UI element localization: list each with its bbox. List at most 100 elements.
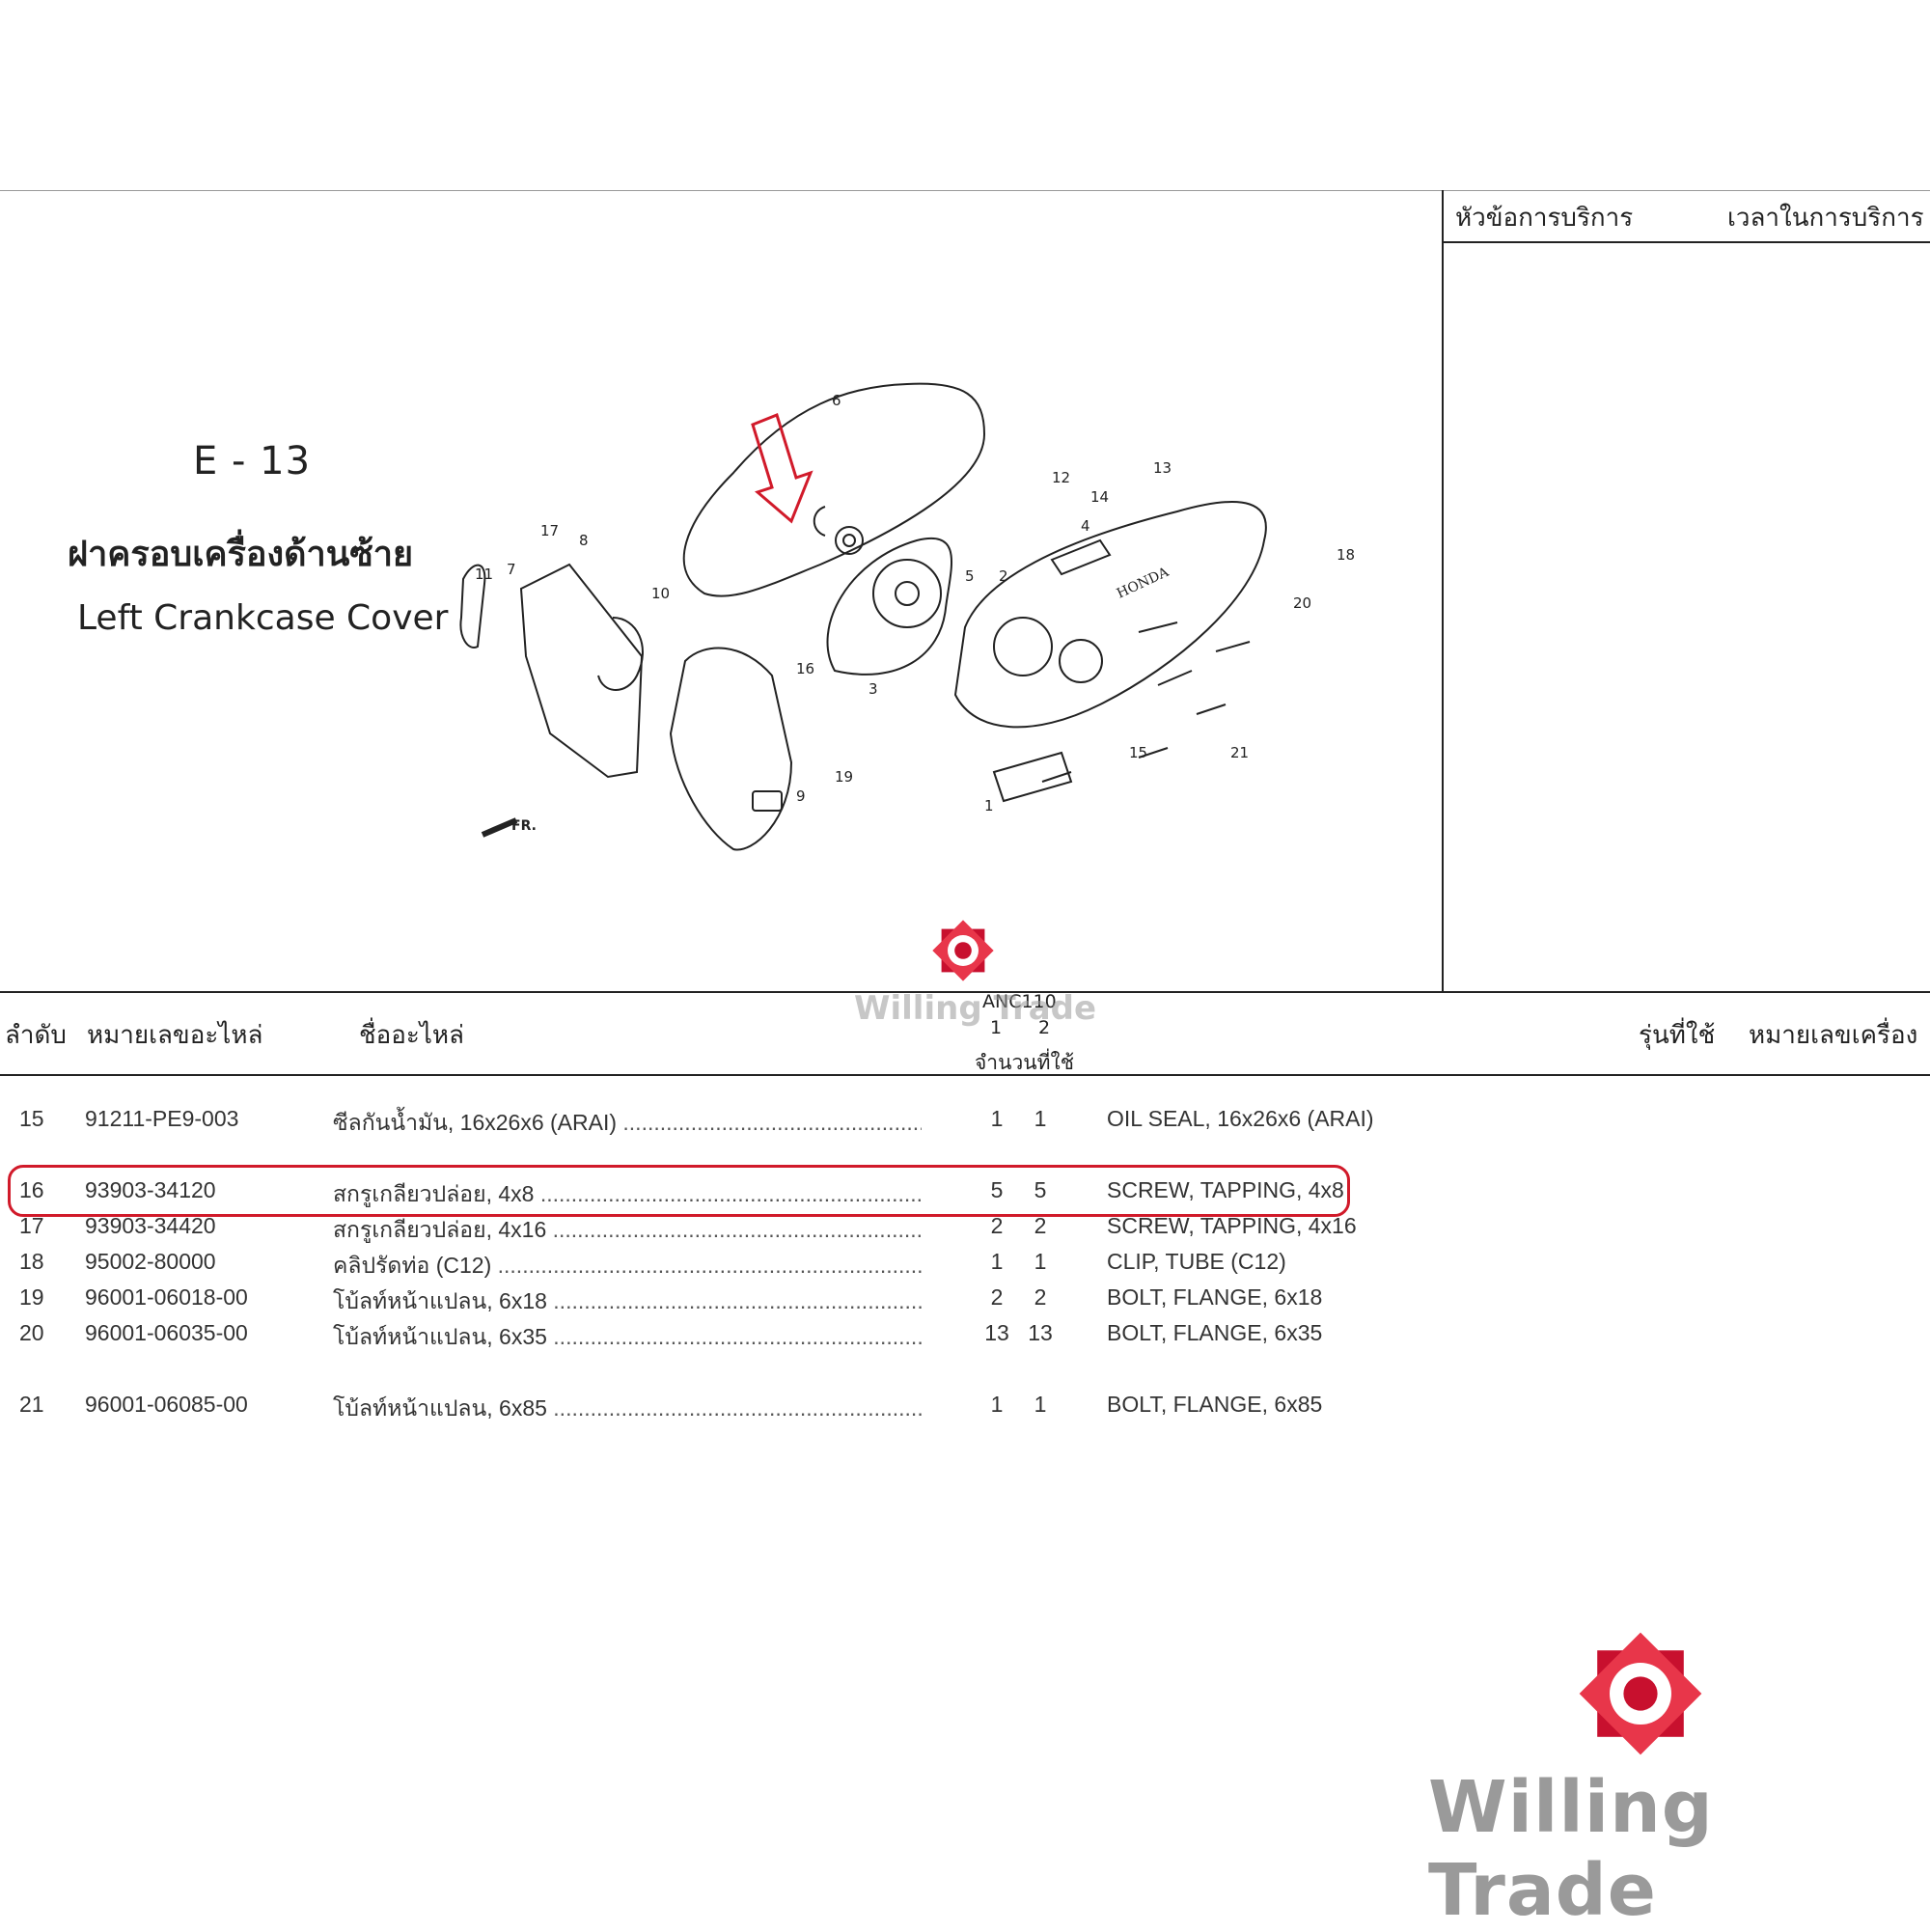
callout-1: 1: [984, 797, 994, 814]
front-direction-label: FR.: [511, 818, 537, 834]
row-name-english: BOLT, FLANGE, 6x18: [1107, 1284, 1323, 1310]
row-name-thai: สกรูเกลียวปล่อย, 4x16: [333, 1217, 547, 1242]
header-qty-col2: 2: [1038, 1017, 1051, 1038]
row-qty-2: 1: [1034, 1106, 1047, 1131]
callout-18: 18: [1337, 546, 1355, 564]
highlighted-row-outline: [8, 1165, 1350, 1217]
row-seq: 19: [19, 1284, 44, 1310]
callout-15: 15: [1129, 744, 1147, 761]
crankcase-cover-outline: [953, 501, 1267, 729]
row-qty-2: 1: [1034, 1249, 1047, 1274]
header-qty-label: จำนวนที่ใช้: [975, 1051, 1074, 1074]
table-header-rule: [0, 1074, 1930, 1076]
callout-13: 13: [1153, 459, 1172, 477]
gasket-outline: [682, 382, 986, 597]
table-row: 18 95002-80000 คลิปรัดท่อ (C12) ........…: [19, 1249, 1286, 1278]
callout-17: 17: [540, 522, 559, 539]
callout-6: 6: [832, 392, 841, 409]
company-logo-large: [1579, 1632, 1702, 1755]
section-code: E - 13: [193, 439, 312, 483]
header-part-number: หมายเลขอะไหล่: [87, 1021, 263, 1050]
callout-7: 7: [507, 561, 516, 578]
table-row: 15 91211-PE9-003 ซีลกันน้ำมัน, 16x26x6 (…: [19, 1106, 1374, 1135]
service-header-rule: [1442, 241, 1930, 243]
row-part-number: 96001-06085-00: [85, 1392, 248, 1417]
callout-19: 19: [835, 768, 853, 786]
header-qty-col1: 1: [990, 1017, 1003, 1038]
header-models-used: รุ่นที่ใช้: [1639, 1021, 1716, 1050]
left-cover-outline: [519, 563, 644, 779]
watermark-text-small: Willing Trade: [854, 989, 1097, 1028]
callout-16: 16: [796, 660, 814, 677]
row-name-thai: ซีลกันน้ำมัน, 16x26x6 (ARAI): [333, 1110, 618, 1135]
callout-12: 12: [1052, 469, 1070, 486]
callout-10: 10: [651, 585, 670, 602]
section-title-thai: ฝาครอบเครื่องด้านซ้าย: [68, 535, 414, 574]
row-qty-1: 5: [990, 1177, 1004, 1202]
row-part-number: 95002-80000: [85, 1249, 216, 1274]
indicator-arrow-outline: [751, 413, 813, 524]
cover-plate-outline: [669, 647, 793, 851]
row-name-thai: โบ้ลท์หน้าแปลน, 6x18: [333, 1288, 547, 1313]
inner-cover-outline: [826, 538, 953, 676]
row-seq: 16: [19, 1177, 44, 1202]
row-qty-1: 1: [990, 1392, 1004, 1417]
header-seq: ลำดับ: [5, 1021, 67, 1050]
table-row: 20 96001-06035-00 โบ้ลท์หน้าแปลน, 6x35 .…: [19, 1320, 1323, 1349]
row-part-number: 93903-34420: [85, 1213, 216, 1238]
header-engine-number: หมายเลขเครื่อง: [1749, 1021, 1918, 1050]
row-name-english: BOLT, FLANGE, 6x85: [1107, 1392, 1323, 1417]
row-name-english: CLIP, TUBE (C12): [1107, 1249, 1286, 1274]
callout-20: 20: [1293, 594, 1311, 612]
row-part-number: 96001-06035-00: [85, 1320, 248, 1345]
callout-21: 21: [1230, 744, 1249, 761]
row-seq: 15: [19, 1106, 44, 1131]
row-name-english: SCREW, TAPPING, 4x16: [1107, 1213, 1357, 1238]
service-time-heading: เวลาในการบริการ: [1727, 204, 1924, 233]
company-logo-small: [932, 920, 994, 981]
brand-wordmark: Willing Trade: [1428, 1766, 1714, 1932]
row-qty-1: 2: [990, 1213, 1004, 1238]
section-title-english: Left Crankcase Cover: [77, 598, 449, 638]
callout-11: 11: [475, 566, 493, 583]
callout-2: 2: [999, 567, 1008, 585]
table-top-rule: [0, 991, 1930, 993]
top-rule: [0, 190, 1930, 191]
row-seq: 17: [19, 1213, 44, 1238]
service-column-divider: [1442, 190, 1444, 991]
header-part-name: ชื่ออะไหล่: [359, 1021, 464, 1050]
callout-4: 4: [1081, 517, 1090, 535]
row-name-thai: โบ้ลท์หน้าแปลน, 6x85: [333, 1395, 547, 1421]
row-part-number: 91211-PE9-003: [85, 1106, 239, 1131]
table-row: 19 96001-06018-00 โบ้ลท์หน้าแปลน, 6x18 .…: [19, 1284, 1323, 1313]
row-qty-2: 13: [1028, 1320, 1053, 1345]
row-seq: 18: [19, 1249, 44, 1274]
row-name-thai: สกรูเกลียวปล่อย, 4x8: [333, 1181, 535, 1206]
row-name-thai: โบ้ลท์หน้าแปลน, 6x35: [333, 1324, 547, 1349]
row-qty-1: 2: [990, 1284, 1004, 1310]
row-qty-2: 2: [1034, 1284, 1047, 1310]
table-row: 21 96001-06085-00 โบ้ลท์หน้าแปลน, 6x85 .…: [19, 1392, 1323, 1421]
row-name-english: SCREW, TAPPING, 4x8: [1107, 1177, 1344, 1202]
callout-14: 14: [1090, 488, 1109, 506]
callout-5: 5: [965, 567, 975, 585]
row-part-number: 93903-34120: [85, 1177, 216, 1202]
row-seq: 21: [19, 1392, 44, 1417]
row-qty-2: 1: [1034, 1392, 1047, 1417]
row-name-english: OIL SEAL, 16x26x6 (ARAI): [1107, 1106, 1374, 1131]
callout-3: 3: [868, 680, 878, 698]
row-qty-1: 1: [990, 1106, 1004, 1131]
callout-8: 8: [579, 532, 589, 549]
table-row: 16 93903-34120 สกรูเกลียวปล่อย, 4x8 ....…: [19, 1177, 1344, 1206]
row-qty-2: 2: [1034, 1213, 1047, 1238]
service-topic-heading: หัวข้อการบริการ: [1455, 204, 1634, 233]
row-part-number: 96001-06018-00: [85, 1284, 248, 1310]
row-name-thai: คลิปรัดท่อ (C12): [333, 1253, 492, 1278]
row-qty-2: 5: [1034, 1177, 1047, 1202]
callout-9: 9: [796, 787, 806, 805]
table-row: 17 93903-34420 สกรูเกลียวปล่อย, 4x16 ...…: [19, 1213, 1357, 1242]
header-model: ANC110: [982, 991, 1057, 1012]
row-name-english: BOLT, FLANGE, 6x35: [1107, 1320, 1323, 1345]
row-qty-1: 1: [990, 1249, 1004, 1274]
row-qty-1: 13: [984, 1320, 1009, 1345]
